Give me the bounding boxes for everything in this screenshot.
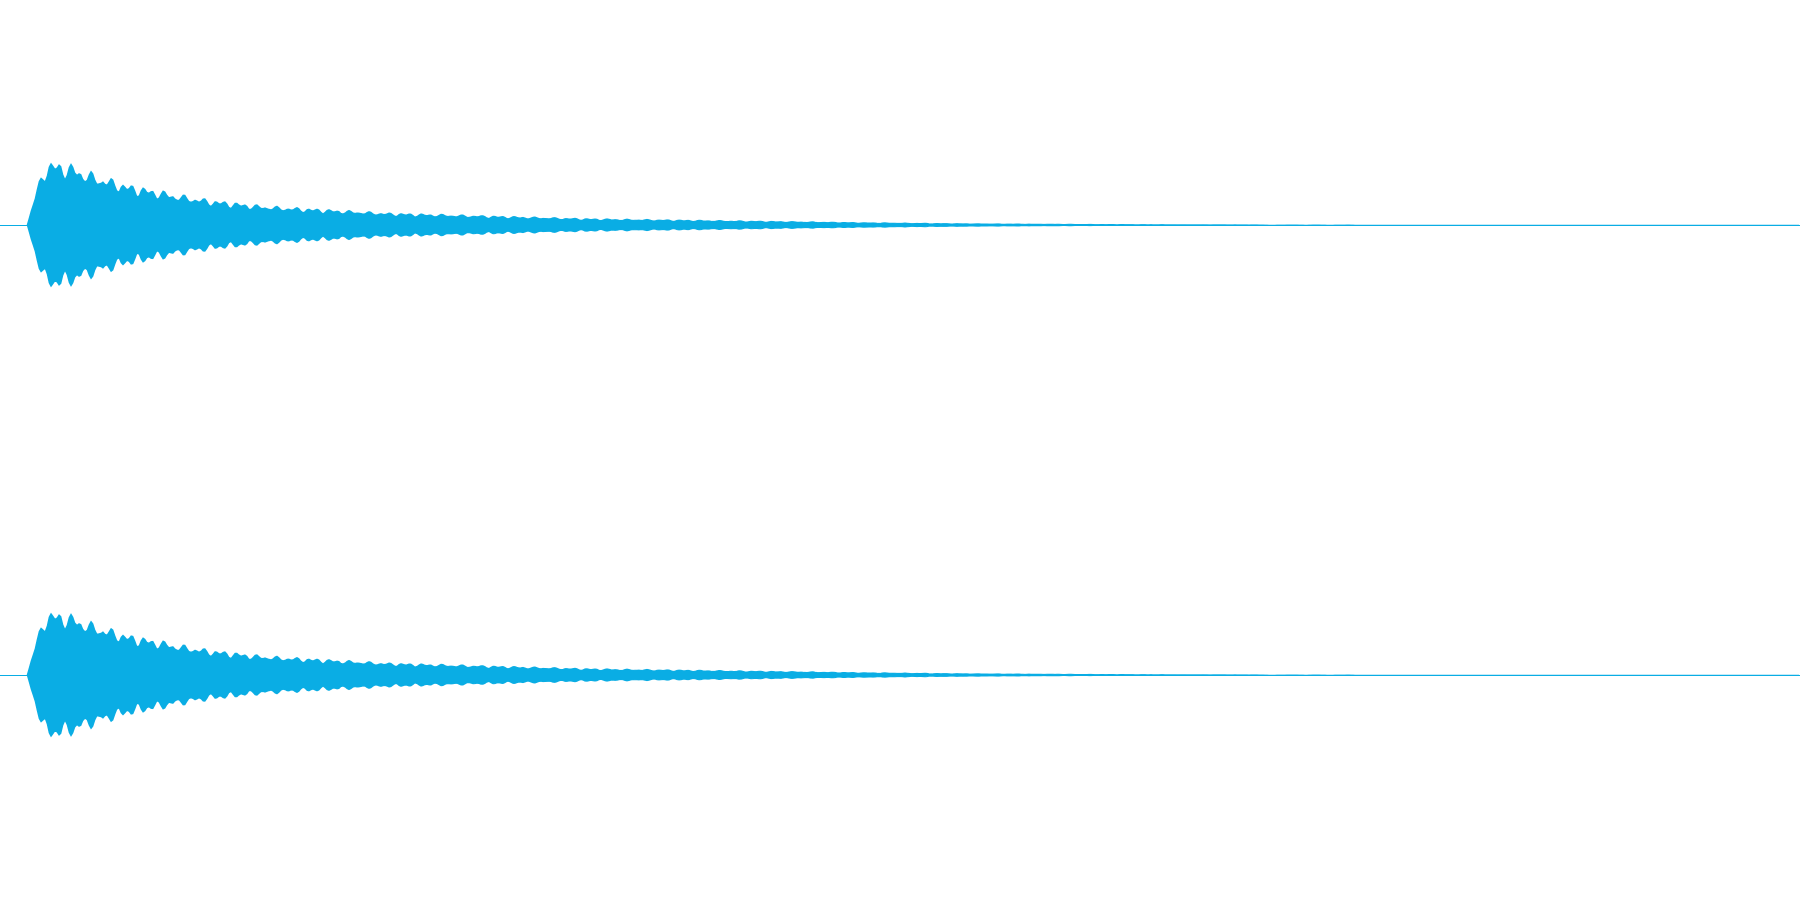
waveform-top [26, 162, 1799, 288]
channel-bottom [0, 612, 1800, 738]
channel-top [0, 162, 1800, 288]
waveform-bottom [26, 612, 1799, 738]
